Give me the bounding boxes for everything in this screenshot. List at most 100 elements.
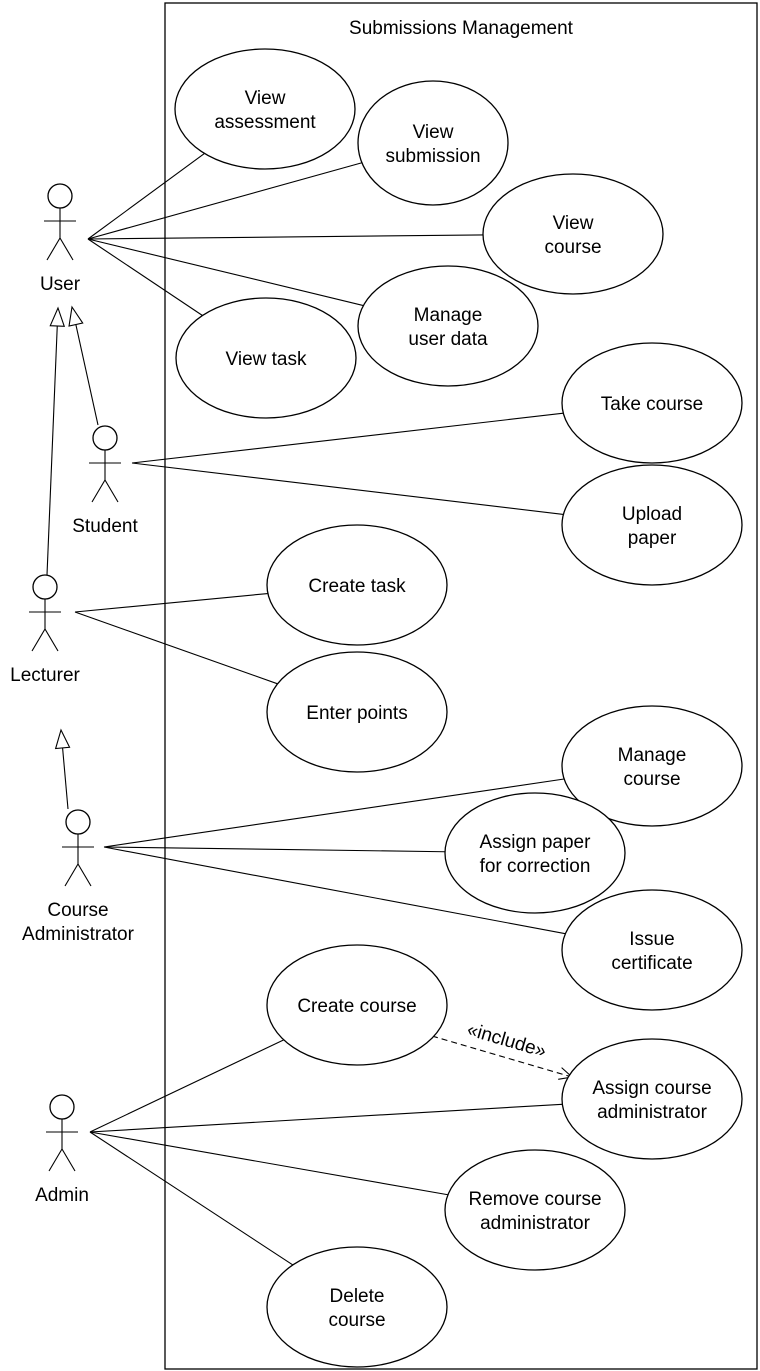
actor-user: User — [40, 183, 81, 295]
use-case-ellipse — [561, 889, 743, 1011]
use-case-ellipse — [444, 792, 626, 914]
association-user-view_assessment — [87, 152, 205, 240]
use-case-label: Issue — [629, 929, 674, 950]
actor-admin: Admin — [35, 1094, 89, 1206]
use-case-label: Take course — [601, 394, 703, 415]
association-course_admin-assign_paper — [103, 846, 446, 853]
use-case-ellipse — [561, 464, 743, 586]
use-case-label: View task — [226, 349, 307, 370]
use-case-view-course: View course — [482, 173, 664, 295]
use-case-label: Manage — [618, 745, 687, 766]
use-case-enter-points: Enter points — [266, 651, 448, 773]
association-user-view_task — [87, 238, 203, 316]
association-lecturer-enter_points — [74, 611, 278, 685]
use-case-create-course: Create course — [266, 944, 448, 1066]
use-case-delete-course: Delete course — [266, 1246, 448, 1368]
use-case-assign-paper: Assign paper for correction — [444, 792, 626, 914]
actor-leg-icon — [46, 237, 61, 261]
actor-label: Course — [47, 900, 108, 921]
use-case-ellipse — [175, 297, 357, 419]
include-label: «include» — [465, 1019, 549, 1062]
generalization-arrowhead — [68, 305, 84, 327]
use-case-label: Assign paper — [480, 832, 592, 853]
generalization-course_admin-lecturer — [62, 747, 69, 810]
actor-leg-icon — [59, 237, 74, 261]
use-case-label: course — [623, 769, 680, 790]
use-case-label: View — [245, 88, 286, 109]
use-case-label: for correction — [480, 856, 591, 877]
use-case-view-task: View task — [175, 297, 357, 419]
use-case-label: Delete — [330, 1286, 385, 1307]
actor-leg-icon — [44, 628, 59, 652]
use-case-label: user data — [408, 329, 488, 350]
use-case-label: assessment — [214, 112, 316, 133]
use-case-label: Upload — [622, 504, 682, 525]
use-case-label: View — [553, 213, 594, 234]
use-case-remove-course-admin: Remove course administrator — [444, 1149, 626, 1271]
actor-leg-icon — [77, 863, 92, 887]
use-case-upload-paper: Upload paper — [561, 464, 743, 586]
generalization-student-user — [75, 324, 99, 426]
association-lecturer-create_task — [74, 592, 268, 613]
actor-label: Administrator — [22, 924, 135, 945]
actor-label: Admin — [35, 1185, 89, 1206]
use-case-ellipse — [561, 705, 743, 827]
actor-leg-icon — [61, 1148, 76, 1172]
association-user-manage_user_data — [87, 238, 364, 307]
use-case-ellipse — [357, 265, 539, 387]
use-case-issue-certificate: Issue certificate — [561, 889, 743, 1011]
use-case-ellipse — [444, 1149, 626, 1271]
actor-student: Student — [72, 425, 138, 537]
use-case-label: paper — [628, 528, 677, 549]
use-case-ellipse — [266, 651, 448, 773]
use-case-manage-course: Manage course — [561, 705, 743, 827]
use-case-label: Create task — [308, 576, 406, 597]
use-case-label: Remove course — [468, 1189, 601, 1210]
association-course_admin-issue_certificate — [103, 846, 566, 935]
actor-leg-icon — [64, 863, 79, 887]
use-case-label: Manage — [414, 305, 483, 326]
association-course_admin-manage_course — [103, 778, 565, 848]
actor-head-icon — [49, 1094, 75, 1120]
actor-lecturer: Lecturer — [10, 574, 81, 686]
generalization-arrowhead — [54, 728, 71, 750]
actor-label: Lecturer — [10, 665, 80, 686]
association-admin-assign_course_admin — [89, 1103, 563, 1133]
use-case-label: submission — [385, 146, 480, 167]
use-case-ellipse — [266, 1246, 448, 1368]
use-case-label: course — [544, 237, 601, 258]
use-case-label: administrator — [597, 1102, 707, 1123]
actor-leg-icon — [31, 628, 46, 652]
actor-leg-icon — [104, 479, 119, 503]
use-case-ellipse — [266, 944, 448, 1066]
use-case-label: administrator — [480, 1213, 590, 1234]
actor-leg-icon — [48, 1148, 63, 1172]
use-case-ellipse — [266, 524, 448, 646]
actor-head-icon — [92, 425, 118, 451]
system-boundary — [164, 2, 758, 1370]
association-user-view_course — [87, 234, 484, 240]
actor-label: User — [40, 274, 81, 295]
actor-head-icon — [65, 809, 91, 835]
generalization-lecturer-user — [46, 325, 58, 576]
use-case-take-course: Take course — [561, 342, 743, 464]
actor-head-icon — [32, 574, 58, 600]
use-case-ellipse — [482, 173, 664, 295]
use-case-ellipse — [174, 48, 356, 170]
association-admin-delete_course — [89, 1131, 294, 1266]
use-case-view-assessment: View assessment — [174, 48, 356, 170]
generalization-arrowhead — [49, 306, 66, 327]
use-case-label: certificate — [611, 953, 692, 974]
association-student-upload_paper — [131, 462, 564, 515]
association-user-view_submission — [87, 162, 363, 240]
actor-head-icon — [47, 183, 73, 209]
use-case-label: Create course — [297, 996, 416, 1017]
use-case-create-task: Create task — [266, 524, 448, 646]
use-case-label: Enter points — [306, 703, 407, 724]
use-case-ellipse — [561, 1038, 743, 1160]
use-case-label: course — [328, 1310, 385, 1331]
system-title: Submissions Management — [349, 18, 574, 39]
association-student-take_course — [131, 412, 564, 464]
